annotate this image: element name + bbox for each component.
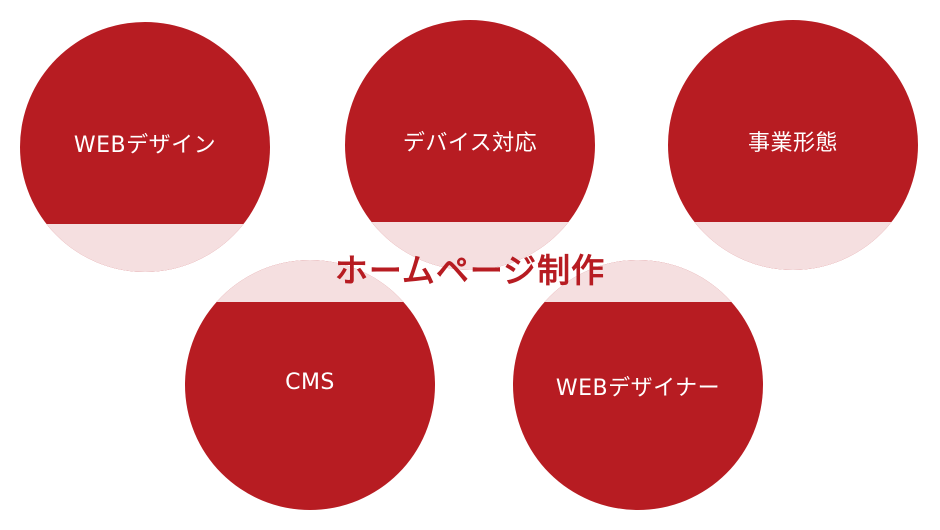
circle-label: デバイス対応 (402, 131, 538, 156)
circle-business-type[interactable]: 事業形態 (668, 20, 918, 270)
circle-band (513, 260, 763, 302)
circle-label: 事業形態 (747, 131, 838, 156)
circle-web-designer[interactable]: WEBデザイナー (513, 260, 763, 510)
circle-band (185, 260, 435, 302)
circle-web-design[interactable]: WEBデザイン (20, 22, 270, 272)
circle-label: WEBデザイン (73, 133, 217, 158)
circle-label: CMS (285, 370, 335, 395)
circle-device-support[interactable]: デバイス対応 (345, 20, 595, 270)
circle-cms[interactable]: CMS (185, 260, 435, 510)
circle-label: WEBデザイナー (555, 376, 721, 401)
